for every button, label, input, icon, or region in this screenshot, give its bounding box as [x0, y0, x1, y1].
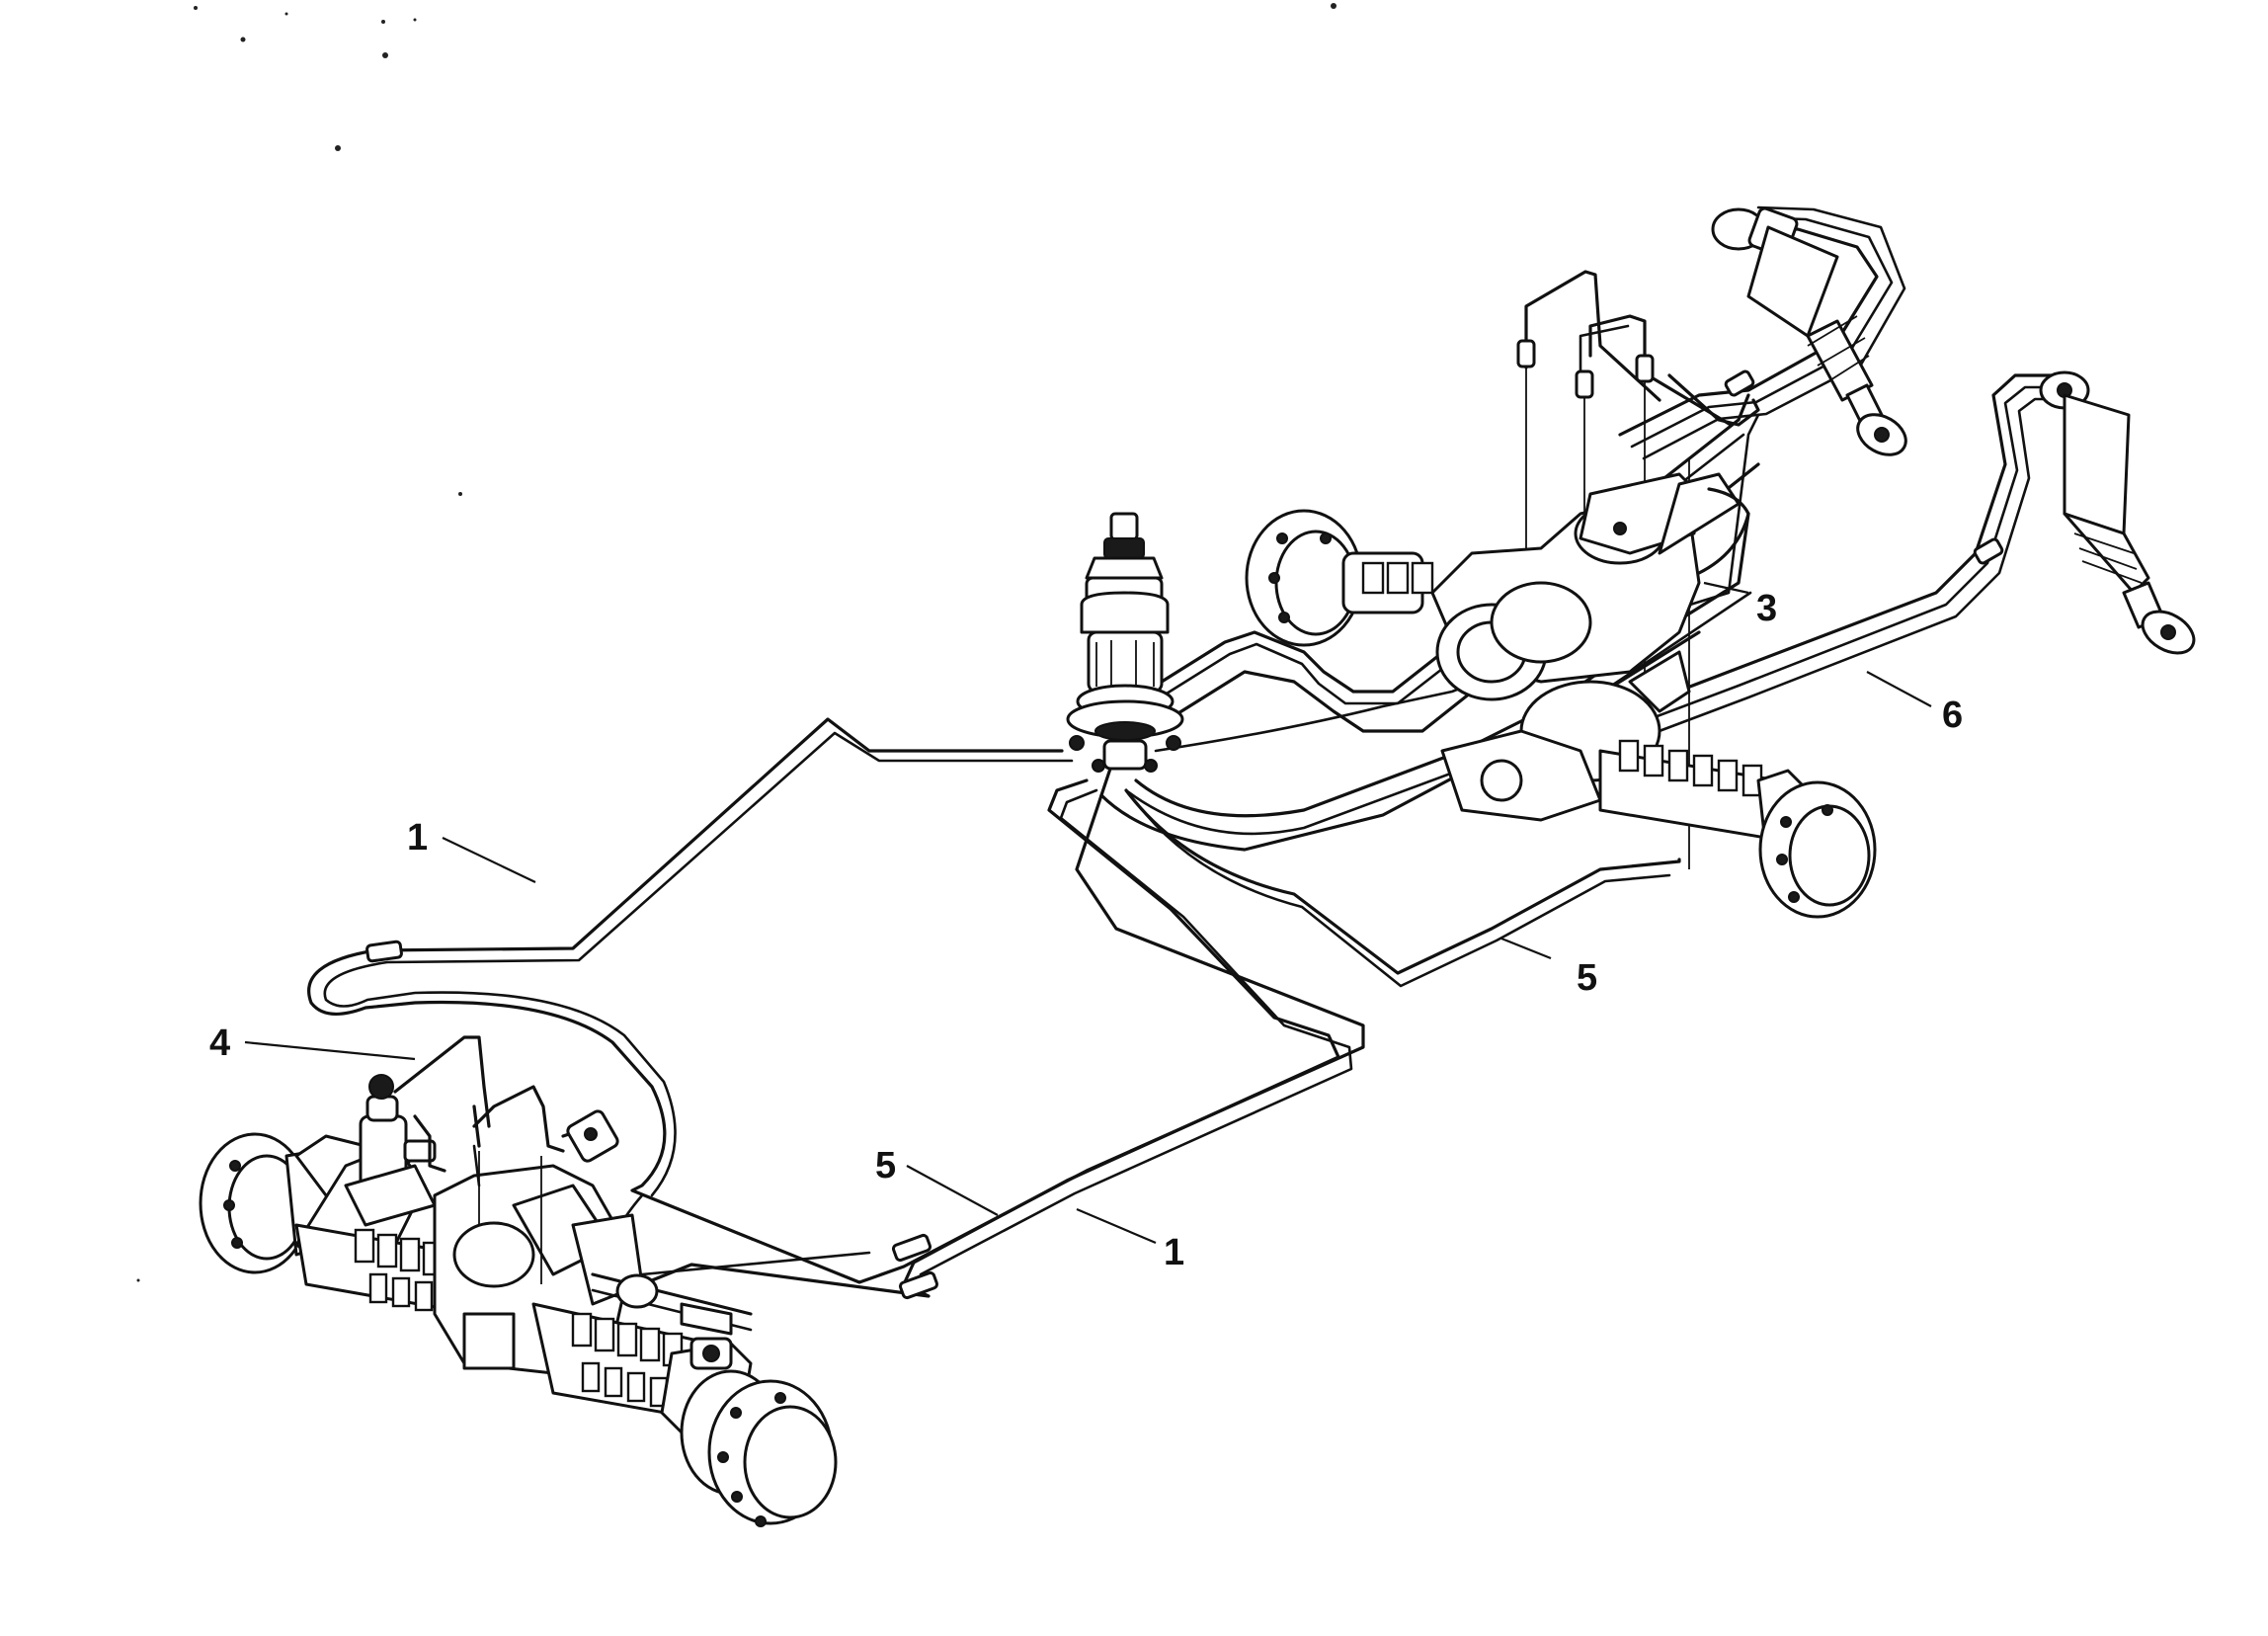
upper-steering-cylinder: [1711, 206, 1907, 456]
brake-line-1: [307, 717, 1365, 1284]
front-left-fins: [1361, 561, 1434, 595]
callout-1-upper: 1: [407, 817, 428, 859]
callout-3: 3: [1756, 588, 1777, 629]
callout-leaders: [244, 581, 1932, 1245]
callout-5-lower: 5: [875, 1145, 896, 1186]
rear-right-hub: [680, 1369, 838, 1527]
right-steering-cylinder: [2039, 370, 2196, 655]
scan-specks: [136, 3, 1336, 1282]
front-right-hub: [1756, 769, 1877, 919]
callout-5-right: 5: [1577, 957, 1597, 999]
front-axle: [1245, 472, 1877, 919]
rear-axle-valve: [344, 1074, 437, 1227]
brake-valve: [1066, 512, 1184, 773]
callout-1-lower: 1: [1164, 1232, 1184, 1273]
callout-4: 4: [209, 1022, 230, 1064]
rear-axle: [199, 1035, 838, 1527]
brake-line-5: [610, 778, 1353, 1300]
front-right-fins: [1598, 739, 1780, 842]
callout-6: 6: [1942, 695, 1963, 736]
callout-labels: 1 4 5 1 5 3 6: [209, 588, 1963, 1273]
